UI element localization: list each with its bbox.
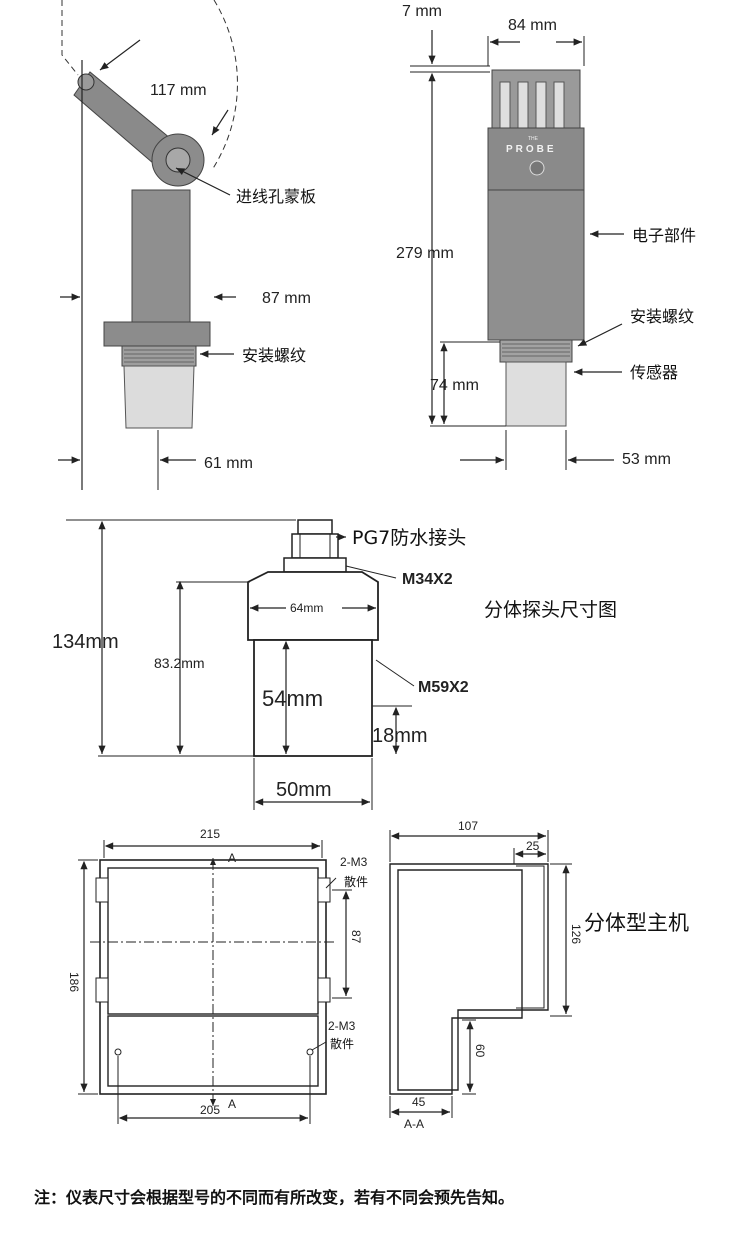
dim-side-lower: 60 [473,1044,487,1058]
screw-label-bottom: 2-M3 [328,1019,356,1033]
label-pg7-connector: PG7防水接头 [352,527,466,549]
screw-label-top-sub: 散件 [344,874,368,889]
label-thread-m34: M34X2 [402,571,453,588]
dim-body-width: 50mm [276,779,332,801]
section-mark-a-top: A [228,851,236,865]
dim-cap-gap: 7 mm [402,3,442,20]
label-sensor: 传感器 [630,363,678,382]
label-mount-thread-left: 安装螺纹 [242,346,306,365]
section-mark-a-bottom: A [228,1097,236,1111]
label-thread-m59: M59X2 [418,679,469,696]
dim-arm-length: 117 mm [150,82,207,99]
host-unit-view: 215 A A 186 87 2-M3 散件 2-M3 散件 205 [67,819,689,1131]
section-label: A-A [404,1117,424,1131]
dim-total-height: 134mm [52,631,119,653]
dim-sensor-height: 74 mm [430,377,479,394]
dim-thread-length: 18mm [372,725,428,747]
label-mount-thread-right: 安装螺纹 [630,307,694,326]
split-probe-title: 分体探头尺寸图 [484,599,617,621]
dim-mount-spacing: 87 [349,930,363,944]
brand-small: THE [528,136,539,142]
dim-probe-height: 279 mm [396,245,454,262]
dim-body-height: 83.2mm [154,655,205,671]
dim-host-width-top: 215 [200,827,220,841]
split-probe-view: PG7防水接头 M34X2 分体探头尺寸图 M59X2 134mm 83.2mm… [52,519,617,810]
dim-sensor-width: 61 mm [204,455,253,472]
lock-icon [529,160,545,176]
dim-probe-width: 84 mm [508,17,557,34]
screw-label-bottom-sub: 散件 [330,1036,354,1051]
straight-probe-view: THE PROBE 7 mm 84 mm 279 mm 74 mm [396,3,696,470]
dim-host-width-bottom: 205 [200,1103,220,1117]
screw-label-top: 2-M3 [340,855,368,869]
dim-flange-width: 87 mm [262,290,311,307]
dim-side-base: 45 [412,1095,426,1109]
host-title: 分体型主机 [584,911,689,935]
dim-lower-height: 54mm [262,686,323,711]
label-cable-cover: 进线孔蒙板 [236,187,316,206]
dim-host-height: 186 [67,972,81,992]
label-electronics: 电子部件 [632,226,696,245]
footnote: 注：仪表尺寸会根据型号的不同而有所改变，若有不同会预先告知。 [34,1188,515,1207]
dim-side-depth: 107 [458,819,478,833]
brand-name: PROBE [506,144,557,155]
dim-head-width: 64mm [290,601,323,615]
angled-sensor-view: 117 mm 进线孔蒙板 87 mm 安装螺纹 61 mm [58,0,316,490]
dim-side-height: 126 [569,924,583,944]
dim-side-lip: 25 [526,839,540,853]
dim-sensor-diameter: 53 mm [622,451,671,468]
